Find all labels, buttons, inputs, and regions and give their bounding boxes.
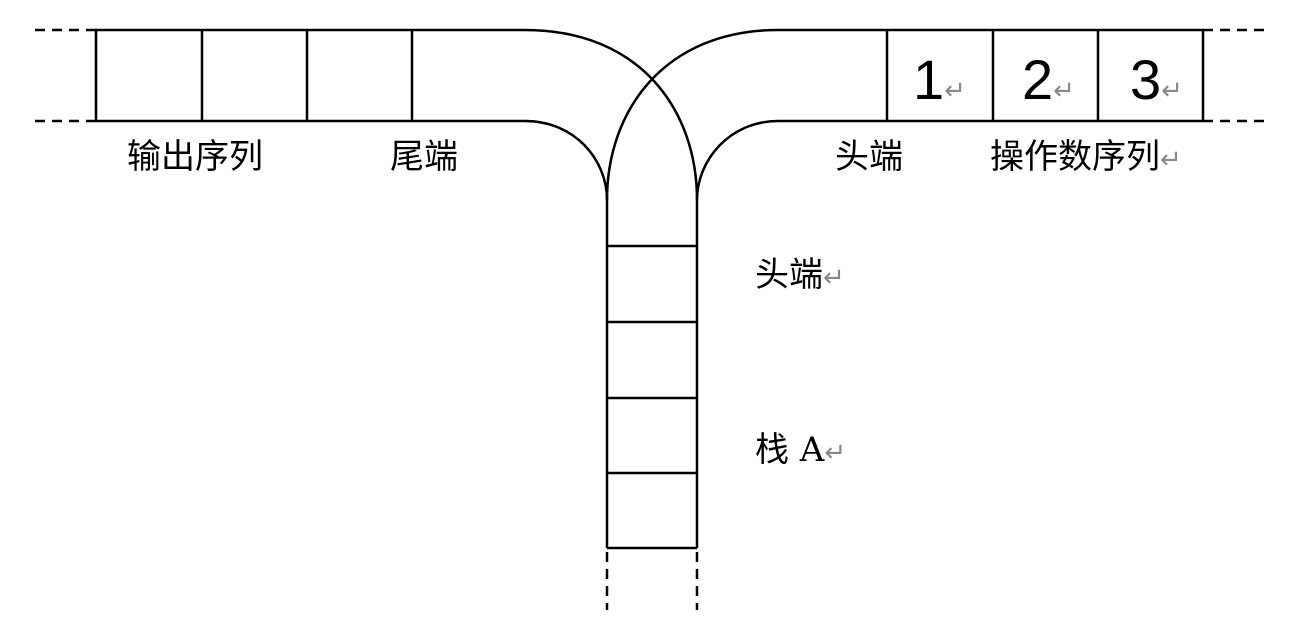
- operand-1: 1↵: [913, 52, 966, 108]
- operand-3: 3↵: [1130, 52, 1183, 108]
- operand-value: 3: [1130, 48, 1162, 111]
- head-top-label: 头端: [835, 137, 903, 177]
- stack-label: 栈 A↵: [755, 433, 846, 467]
- curve-right-bottom: [695, 119, 779, 201]
- operand-value: 1: [913, 48, 945, 111]
- operand-value: 2: [1022, 48, 1054, 111]
- stack-head-label: 头端↵: [755, 258, 845, 292]
- operand-sequence-label: 操作数序列↵: [990, 140, 1182, 174]
- return-mark: ↵: [944, 76, 966, 106]
- return-mark: ↵: [1053, 76, 1075, 106]
- curve-right-top: [605, 28, 779, 201]
- stack-head-text: 头端: [755, 255, 823, 295]
- operand-2: 2↵: [1022, 52, 1075, 108]
- return-mark: ↵: [823, 263, 845, 293]
- output-sequence-label: 输出序列: [127, 137, 263, 177]
- return-mark: ↵: [824, 438, 847, 468]
- curve-left-top: [524, 28, 699, 201]
- operand-sequence-text: 操作数序列: [990, 137, 1160, 177]
- return-mark: ↵: [1160, 145, 1182, 175]
- return-mark: ↵: [1161, 76, 1183, 106]
- tail-label: 尾端: [390, 137, 458, 177]
- curve-left-bottom: [524, 119, 609, 201]
- stack-text: 栈 A: [755, 430, 825, 470]
